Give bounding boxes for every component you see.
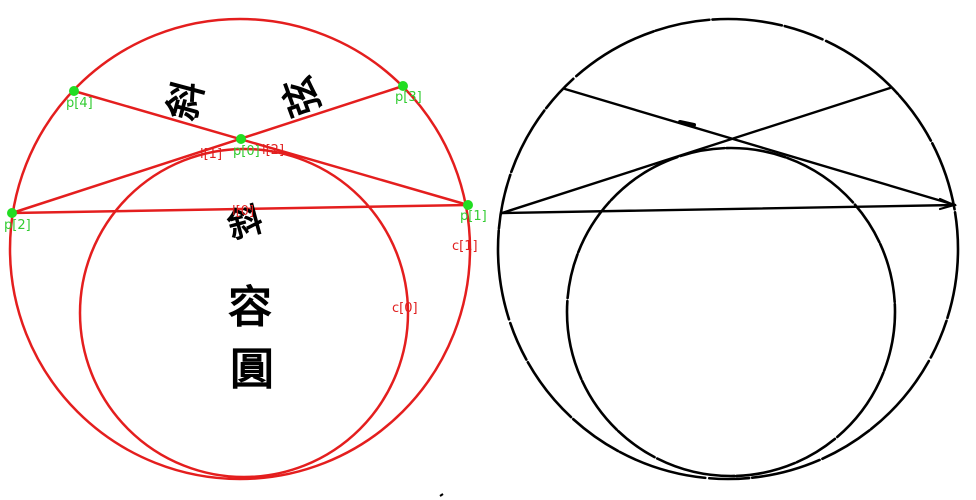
label-l2: l[2]: [262, 143, 284, 158]
point-p3: [398, 81, 408, 91]
label-p4: p[4]: [66, 96, 93, 111]
calligraphy-glyph-b: 弦: [274, 71, 329, 122]
right-panel: [496, 17, 960, 481]
label-p0: p[0]: [233, 144, 260, 159]
calligraphy-glyph-e: 圓: [230, 344, 274, 395]
calligraphy-glyph-d: 容: [228, 282, 272, 333]
circle-c0: [78, 147, 410, 479]
left-panel: 斜 弦 斜 容 圓 l[1] l[2] l[0] c[1] c[0] p[4] …: [4, 17, 487, 481]
scan-speck: [439, 493, 444, 497]
ink-arrow: [938, 197, 958, 211]
line-l2: [11, 84, 404, 215]
point-p1: [463, 200, 473, 210]
label-c0: c[0]: [392, 301, 418, 316]
ink-line-l0: [500, 203, 957, 215]
ink-line-l1: [563, 87, 957, 207]
label-l1: l[1]: [200, 147, 222, 162]
label-l0: l[0]: [232, 204, 254, 219]
label-p1: p[1]: [460, 209, 487, 224]
point-p2: [7, 208, 17, 218]
ink-circle-outer: [496, 17, 960, 481]
label-p3: p[3]: [395, 90, 422, 105]
line-l1: [73, 89, 469, 207]
ink-mark: [678, 120, 696, 127]
label-p2: p[2]: [4, 218, 31, 233]
circle-c1: [8, 17, 472, 481]
point-p4: [69, 86, 79, 96]
point-p0: [236, 134, 246, 144]
ink-line-l2: [500, 86, 892, 215]
ink-circle-inner: [565, 146, 897, 478]
line-l0: [11, 203, 469, 215]
label-c1: c[1]: [452, 239, 478, 254]
